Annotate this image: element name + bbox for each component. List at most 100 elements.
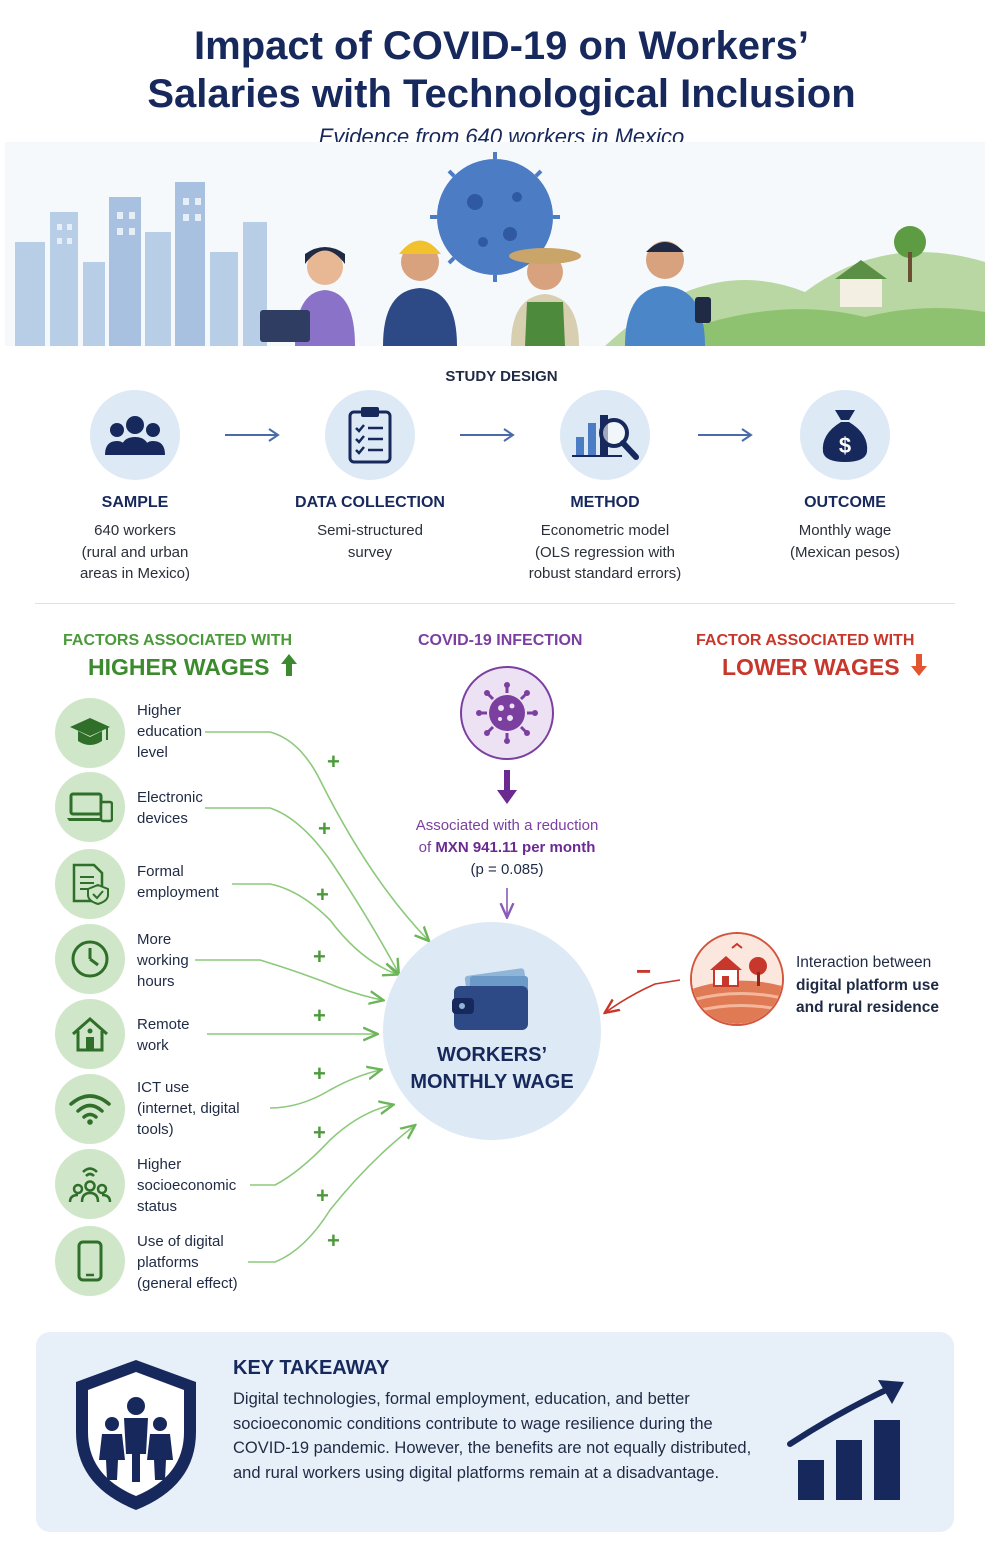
rural-text-line-1: Interaction between (796, 954, 932, 971)
covid-effect-line-2: of MXN 941.11 per month (380, 837, 634, 859)
desc-line: (Mexican pesos) (789, 543, 901, 561)
step-arrow (460, 428, 515, 442)
label-line: (general effect) (137, 1275, 238, 1292)
covid-effect-amount: MXN 941.11 per month (435, 839, 596, 856)
desc-line: 640 workers (94, 522, 176, 539)
monthly-wage-label: WORKERS’ MONTHLY WAGE (383, 1042, 601, 1096)
step-sample-desc: 640 workers (rural and urban areas in Me… (25, 520, 245, 585)
factor-socioeconomic-label: Higher socioeconomic status (137, 1154, 277, 1217)
laptop-phone-icon (67, 792, 113, 823)
smartphone-icon (77, 1240, 103, 1282)
higher-wages-label: HIGHER WAGES (88, 653, 298, 681)
step-outcome: $ OUTCOME Monthly wage (Mexican pesos) (735, 390, 955, 563)
rural-interaction-text: Interaction between digital platform use… (796, 952, 976, 1020)
label-line: status (137, 1198, 178, 1215)
virus-illustration (430, 152, 560, 282)
factor-devices-label: Electronic devices (137, 787, 277, 829)
step-sample: SAMPLE 640 workers (rural and urban area… (25, 390, 245, 585)
label-line: hours (137, 973, 175, 990)
step-arrow (698, 428, 753, 442)
svg-text:$: $ (839, 433, 851, 458)
connected-people-icon (68, 1167, 112, 1203)
rural-text-line-3: and rural residence (796, 999, 940, 1016)
monthly-wage-node (383, 922, 601, 1140)
label-line: level (137, 744, 168, 761)
label-line: working (137, 952, 189, 969)
covid-effect-prefix: of (418, 839, 436, 856)
label-line: tools) (137, 1121, 174, 1138)
factor-digital-platforms-label: Use of digital platforms (general effect… (137, 1231, 277, 1294)
wage-label-line-1: WORKERS’ (437, 1044, 547, 1066)
farm-worker-illustration (509, 248, 581, 346)
higher-wages-text: HIGHER WAGES (88, 654, 270, 680)
label-line: Formal (137, 863, 184, 880)
step-outcome-title: OUTCOME (804, 494, 886, 511)
covid-effect-line-1: Associated with a reduction (415, 817, 599, 834)
step-data-collection-desc: Semi-structured survey (260, 520, 480, 563)
key-takeaway-text: Digital technologies, formal employment,… (233, 1390, 752, 1482)
plus-sign: + (316, 882, 329, 907)
wifi-icon (69, 1094, 111, 1125)
money-bag-icon: $ (822, 410, 868, 462)
covid-node (460, 666, 554, 760)
factor-education (55, 698, 125, 768)
construction-worker-illustration (383, 240, 457, 346)
desc-line: survey (347, 543, 393, 561)
label-line: Higher (137, 702, 182, 719)
covid-down-arrowhead (497, 790, 517, 804)
step-sample-title: SAMPLE (101, 494, 169, 511)
minus-sign: − (636, 956, 652, 986)
plus-sign: + (327, 749, 340, 774)
plus-sign: + (313, 1061, 326, 1086)
factor-socioeconomic (55, 1149, 125, 1219)
home-icon (72, 1016, 108, 1052)
clock-icon (71, 940, 109, 978)
label-line: Higher (137, 1156, 182, 1173)
step-method-title: METHOD (570, 494, 640, 511)
key-takeaway-title: KEY TAKEAWAY (233, 1357, 390, 1379)
covid-p-value: (p = 0.085) (470, 861, 544, 878)
label-line: devices (137, 810, 188, 827)
rural-text-line-2: digital platform use (796, 976, 939, 994)
page-title: Impact of COVID-19 on Workers’ Salaries … (0, 22, 1003, 118)
label-line: Use of digital (137, 1233, 224, 1250)
step-outcome-desc: Monthly wage (Mexican pesos) (735, 520, 955, 563)
wage-label-line-2: MONTHLY WAGE (410, 1071, 574, 1093)
factor-remote-work (55, 999, 125, 1069)
section-divider (35, 603, 955, 604)
up-arrow-icon (280, 654, 297, 676)
title-line-2: Salaries with Technological Inclusion (147, 72, 856, 116)
label-line: education (137, 723, 203, 740)
data-collection-icon-circle (325, 390, 415, 480)
clipboard-checklist-icon (348, 407, 392, 464)
step-data-collection-title: DATA COLLECTION (295, 494, 445, 511)
factor-education-label: Higher education level (137, 700, 277, 763)
graduation-cap-icon (70, 718, 110, 745)
sample-icon-circle (90, 390, 180, 480)
phone-worker-illustration (625, 241, 711, 346)
plus-sign: + (318, 816, 331, 841)
factor-remote-work-label: Remote work (137, 1014, 277, 1056)
factor-formal-employment-label: Formal employment (137, 861, 277, 903)
plus-sign: + (313, 944, 326, 969)
step-method: METHOD Econometric model (OLS regression… (495, 390, 715, 585)
desc-line: Econometric model (540, 522, 670, 539)
desc-line: areas in Mexico) (79, 565, 191, 582)
plus-sign: + (313, 1003, 326, 1028)
lower-wages-text: LOWER WAGES (722, 654, 900, 680)
down-arrow-icon (911, 654, 928, 676)
city-skyline-illustration (15, 182, 267, 346)
factor-digital-platforms (55, 1226, 125, 1296)
label-line: socioeconomic (137, 1177, 237, 1194)
document-shield-icon (72, 863, 109, 905)
growth-chart-icon (787, 1380, 904, 1500)
factor-working-hours (55, 924, 125, 994)
label-line: work (137, 1037, 169, 1054)
people-group-icon (105, 416, 165, 455)
higher-wages-label-small: FACTORS ASSOCIATED WITH (63, 632, 293, 649)
title-line-1: Impact of COVID-19 on Workers’ (194, 24, 809, 68)
label-line: platforms (137, 1254, 199, 1271)
office-worker-illustration (260, 247, 355, 346)
family-shield-icon (76, 1360, 196, 1510)
method-icon-circle (560, 390, 650, 480)
